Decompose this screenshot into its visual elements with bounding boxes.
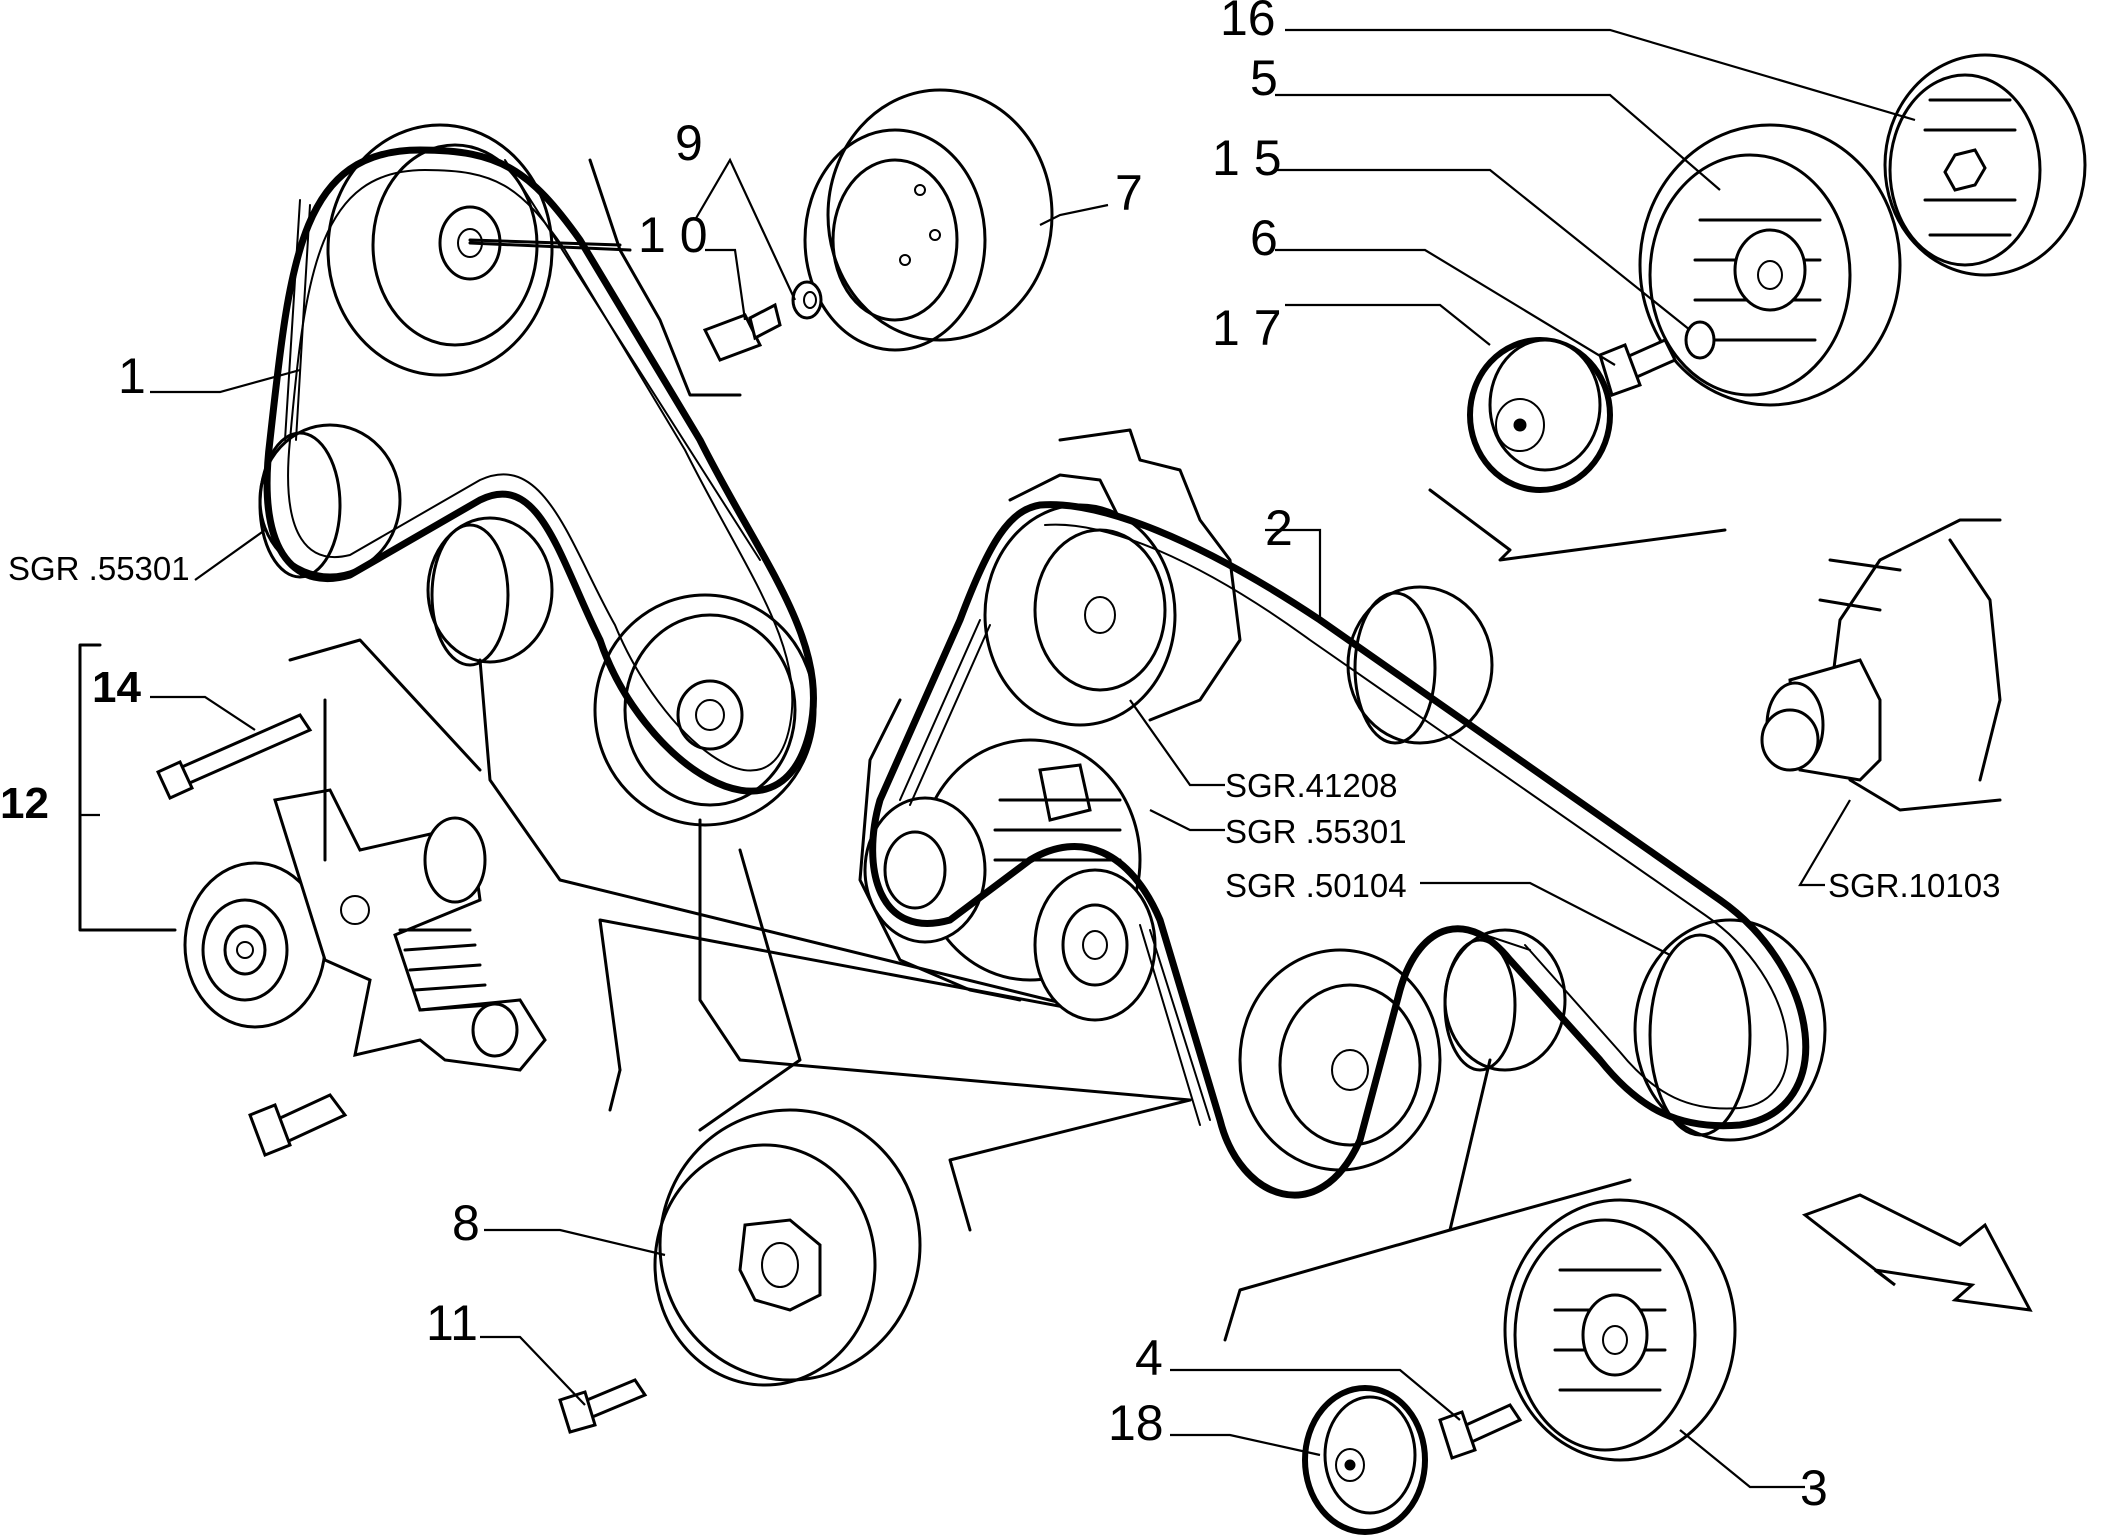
label-sgr-55301-right: SGR .55301 <box>1225 813 1407 850</box>
bolt-tensioner-lower <box>248 1093 348 1157</box>
right-crank-pulley <box>1633 918 1827 1142</box>
left-idler-pulley <box>258 423 402 579</box>
label-part-10: 1 0 <box>638 207 708 263</box>
right-mid-pulley <box>1033 868 1157 1022</box>
bracket-12 <box>78 643 177 932</box>
label-sgr-55301-left: SGR .55301 <box>8 550 190 587</box>
pulley-5 <box>1638 123 1902 407</box>
label-part-7: 7 <box>1115 165 1143 221</box>
label-part-14: 14 <box>92 663 141 712</box>
belt-1 <box>263 146 817 795</box>
pulley-16 <box>1883 53 2087 277</box>
right-belt-assembly <box>858 428 1827 1342</box>
crankshaft <box>1760 518 2002 812</box>
label-sgr-50104: SGR .50104 <box>1225 867 1407 904</box>
label-part-12: 12 <box>0 779 49 828</box>
left-upper-pulley <box>326 123 554 377</box>
bolt-11 <box>558 1378 648 1434</box>
bolt-10 <box>702 302 782 362</box>
label-part-11: 11 <box>426 1295 478 1351</box>
label-part-9: 9 <box>675 115 703 171</box>
label-part-8: 8 <box>452 1195 480 1251</box>
bolt-14 <box>156 713 313 800</box>
left-middle-idler <box>426 516 554 667</box>
pulley-3 <box>1503 1198 1737 1462</box>
label-part-3: 3 <box>1800 1460 1828 1516</box>
floating-idler <box>1346 585 1494 745</box>
right-upper-pulley <box>983 503 1177 727</box>
label-part-1: 1 <box>118 348 146 404</box>
bolt-4 <box>1438 1403 1523 1460</box>
label-part-2: 2 <box>1265 500 1293 556</box>
pulley-8 <box>653 1108 922 1387</box>
right-roller <box>1443 928 1567 1072</box>
belt-2 <box>869 501 1810 1199</box>
label-part-5: 5 <box>1250 50 1278 106</box>
label-part-17: 1 7 <box>1212 300 1282 356</box>
label-part-15: 1 5 <box>1212 130 1282 186</box>
label-sgr-10103: SGR.10103 <box>1828 867 2000 904</box>
washer-9 <box>791 280 823 320</box>
direction-arrow <box>1801 1193 2033 1312</box>
cap-18 <box>1302 1385 1428 1535</box>
label-part-18: 18 <box>1108 1395 1164 1451</box>
pulley-7 <box>803 88 1054 352</box>
right-lower-pulley <box>1238 948 1442 1172</box>
part-labels: 1 2 3 4 5 6 7 8 9 1 0 11 12 14 1 5 16 1 … <box>0 0 2000 1516</box>
label-part-16: 16 <box>1220 0 1276 46</box>
bolt-6 <box>1598 338 1678 397</box>
tensioner-assembly-12 <box>183 698 547 1072</box>
cap-17 <box>1467 337 1613 493</box>
label-sgr-41208: SGR.41208 <box>1225 767 1397 804</box>
label-part-4: 4 <box>1135 1330 1163 1386</box>
right-small-idler <box>863 796 987 944</box>
label-part-6: 6 <box>1250 210 1278 266</box>
leader-lines <box>80 28 1916 1489</box>
left-lower-pulley <box>593 593 817 827</box>
washer-15 <box>1684 320 1716 360</box>
left-belt-assembly <box>258 123 1192 1232</box>
